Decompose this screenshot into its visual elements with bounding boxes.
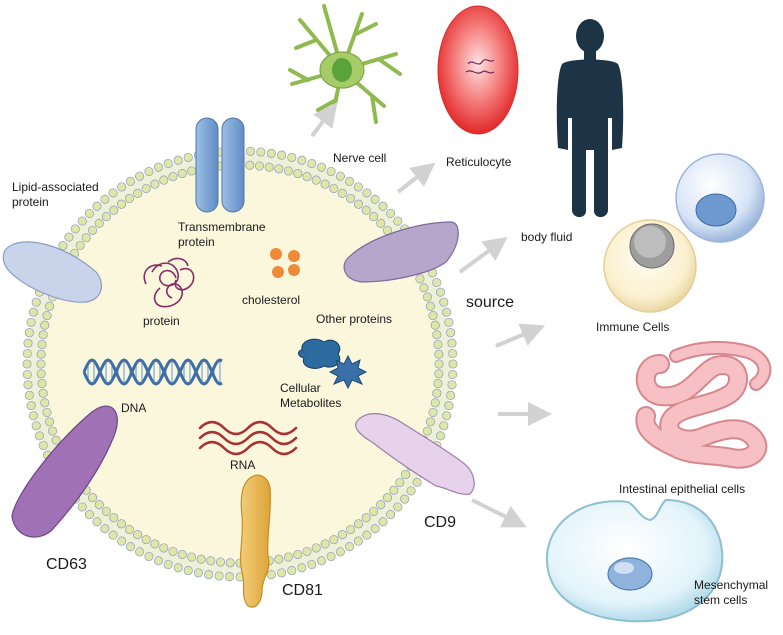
label-body-fluid: body fluid [521, 230, 573, 244]
arrow-to-nerve-cell [310, 102, 338, 138]
vesicle-lumen [32, 156, 448, 572]
cellular-metabolites-icon [298, 338, 368, 390]
arrow-to-body-fluid [458, 236, 508, 274]
label-other-proteins: Other proteins [316, 312, 393, 326]
immune-cells-icon [603, 153, 765, 313]
transmembrane-protein-shape [195, 117, 245, 213]
label-cholesterol: cholesterol [242, 293, 301, 307]
lipid-associated-protein-shape [2, 241, 103, 303]
label-dna: DNA [121, 401, 147, 415]
label-cd9: CD9 [424, 514, 457, 531]
cd81-protein-shape [239, 474, 271, 608]
rna-strand-icon [198, 420, 298, 456]
arrow-to-stem-cells [471, 498, 527, 528]
label-lipid-associated-protein: Lipid-associated protein [12, 180, 99, 209]
label-cellular-metabolites: Cellular Metabolites [280, 381, 342, 410]
protein-blob-icon [143, 257, 195, 308]
label-protein: protein [143, 314, 180, 328]
cholesterol-icon [270, 248, 300, 278]
label-mesenchymal-stem-cells: Mesenchymal stem cells [694, 578, 769, 607]
other-protein-shape [343, 221, 459, 283]
label-reticulocyte: Reticulocyte [446, 155, 512, 169]
label-cd63: CD63 [46, 556, 87, 573]
intestine-icon [635, 340, 772, 469]
mesenchymal-stem-cell-icon [545, 498, 724, 623]
cd63-protein-shape [11, 405, 118, 538]
nerve-cell-icon [288, 4, 402, 124]
label-source: source [466, 294, 515, 311]
arrow-to-reticulocyte [396, 162, 436, 194]
dna-helix-icon [82, 358, 223, 386]
reticulocyte-icon [437, 5, 519, 135]
body-fluid-human-icon [556, 19, 624, 218]
label-cd81: CD81 [282, 582, 323, 599]
label-rna: RNA [230, 458, 256, 472]
label-transmembrane-protein: Transmembrane protein [178, 220, 266, 249]
label-intestinal-epithelial-cells: Intestinal epithelial cells [619, 482, 746, 496]
arrow-to-immune-cells [495, 323, 546, 348]
label-immune-cells: Immune Cells [596, 320, 670, 334]
cd9-protein-shape [355, 413, 475, 495]
label-nerve-cell: Nerve cell [333, 151, 387, 165]
source-arrows [310, 102, 552, 528]
